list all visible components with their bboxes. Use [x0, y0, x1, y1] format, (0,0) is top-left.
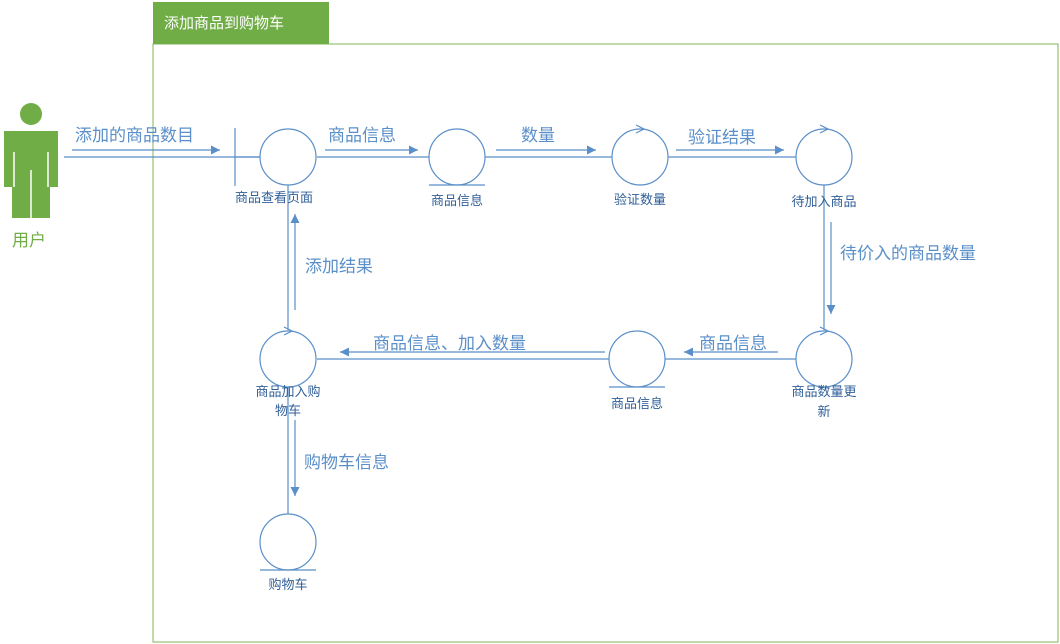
node-label-qty-update-1: 商品数量更 — [791, 385, 856, 400]
frame-title: 添加商品到购物车 — [164, 14, 284, 32]
msg-label-m5: 待价入的商品数量 — [840, 244, 976, 264]
control-arrowhead — [819, 124, 830, 134]
msg-label-m9: 购物车信息 — [304, 453, 389, 473]
msg-label-m4: 验证结果 — [688, 128, 756, 148]
message-labels: 添加的商品数目 商品信息 数量 验证结果 待价入的商品数量 商品信息 商品信息、… — [75, 126, 976, 473]
node-add-to-cart[interactable]: 商品加入购 物车 — [255, 326, 321, 419]
node-pending-product[interactable]: 待加入商品 — [791, 124, 857, 210]
control-circle — [795, 330, 853, 388]
control-arrowhead — [819, 326, 830, 336]
msg-label-m1: 添加的商品数目 — [75, 126, 194, 146]
connections — [64, 145, 836, 514]
node-label-add-to-cart-1: 商品加入购 — [255, 384, 320, 400]
node-view-page[interactable]: 商品查看页面 — [234, 128, 317, 206]
frame-title-tab — [153, 2, 329, 44]
node-label-qty-update-2: 新 — [817, 404, 830, 420]
entity-circle — [608, 330, 666, 388]
msg-label-m6: 商品信息 — [699, 334, 767, 354]
node-label-pending-product: 待加入商品 — [791, 195, 856, 210]
actor-head — [20, 103, 42, 125]
node-cart[interactable]: 购物车 — [259, 513, 317, 593]
node-label-cart: 购物车 — [268, 577, 307, 593]
msg-label-m3: 数量 — [521, 126, 555, 146]
entity-circle — [259, 513, 317, 571]
node-product-info-1[interactable]: 商品信息 — [428, 128, 486, 209]
boundary-circle — [259, 128, 317, 186]
control-circle — [611, 128, 669, 186]
control-circle — [259, 330, 317, 388]
node-label-add-to-cart-2: 物车 — [275, 403, 301, 419]
msg-label-m8: 添加结果 — [305, 257, 373, 277]
frame: 添加商品到购物车 — [152, 2, 1059, 643]
actor-label: 用户 — [12, 231, 46, 251]
node-verify-qty[interactable]: 验证数量 — [611, 124, 669, 208]
msg-label-m2: 商品信息 — [328, 126, 396, 146]
entity-circle — [428, 128, 486, 186]
node-label-product-info-1: 商品信息 — [431, 193, 483, 209]
msg-label-m7: 商品信息、加入数量 — [373, 334, 526, 354]
node-qty-update[interactable]: 商品数量更 新 — [791, 326, 857, 420]
control-arrowhead — [635, 124, 646, 134]
node-label-verify-qty: 验证数量 — [614, 192, 666, 208]
control-circle — [795, 128, 853, 186]
frame-border — [152, 43, 1059, 643]
node-label-product-info-2: 商品信息 — [611, 396, 663, 412]
actor-user[interactable]: 用户 — [4, 103, 58, 251]
node-product-info-2[interactable]: 商品信息 — [608, 330, 666, 412]
node-label-view-page: 商品查看页面 — [235, 190, 313, 206]
control-arrowhead — [283, 326, 294, 336]
